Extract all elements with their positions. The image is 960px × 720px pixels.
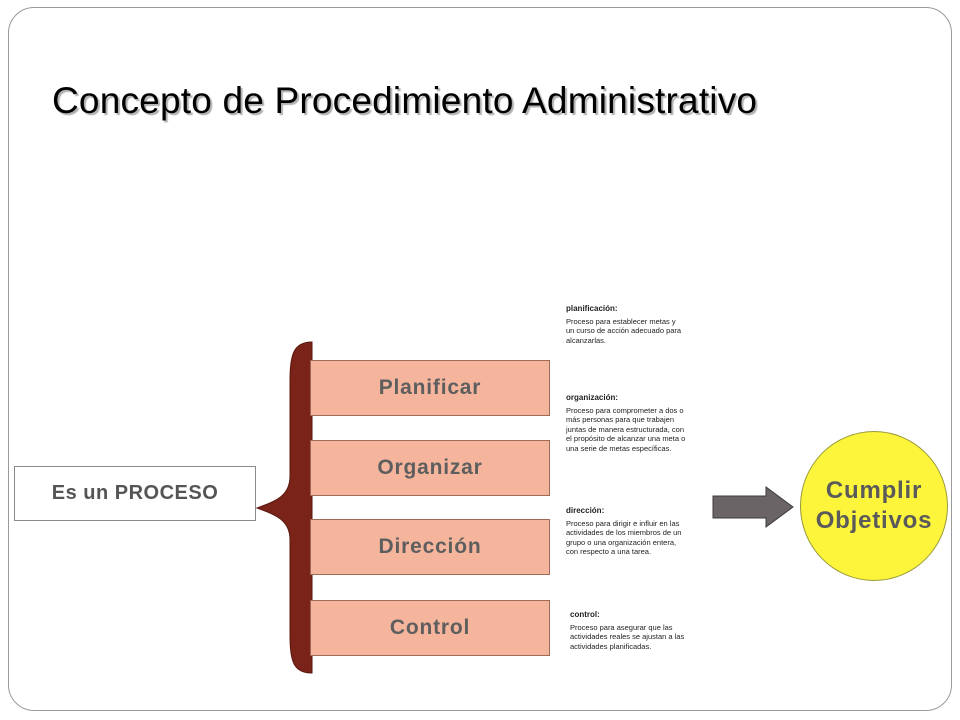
curly-brace-shape xyxy=(255,341,313,674)
definition-term: planificación: xyxy=(566,304,618,313)
definition-direccion: dirección: Proceso para dirigir e influi… xyxy=(566,506,686,557)
definition-term: organización: xyxy=(566,393,619,402)
slide-frame xyxy=(8,7,952,711)
definition-term: control: xyxy=(570,610,600,619)
definition-term: dirección: xyxy=(566,506,605,515)
step-direccion: Dirección xyxy=(310,519,550,575)
definition-organizacion: organización: Proceso para comprometer a… xyxy=(566,393,686,454)
definition-text: Proceso para dirigir e influir en las ac… xyxy=(566,518,682,557)
definition-text: Proceso para asegurar que las actividade… xyxy=(570,622,685,651)
step-organizar: Organizar xyxy=(310,440,550,496)
definition-planificacion: planificación: Proceso para establecer m… xyxy=(566,304,686,345)
step-control: Control xyxy=(310,600,550,656)
definition-control: control: Proceso para asegurar que las a… xyxy=(570,610,690,651)
process-box: Es un PROCESO xyxy=(14,466,256,521)
goal-line-1: Cumplir xyxy=(825,477,923,504)
definition-text: Proceso para comprometer a dos o más per… xyxy=(566,405,686,453)
slide-title: Concepto de Procedimiento Administrativo xyxy=(52,80,758,121)
definition-text: Proceso para establecer metas y un curso… xyxy=(566,316,682,345)
goal-line-2: Objetivos xyxy=(815,507,933,534)
goal-circle: Cumplir Objetivos xyxy=(800,431,948,581)
step-planificar: Planificar xyxy=(310,360,550,416)
right-arrow-icon xyxy=(712,486,794,528)
